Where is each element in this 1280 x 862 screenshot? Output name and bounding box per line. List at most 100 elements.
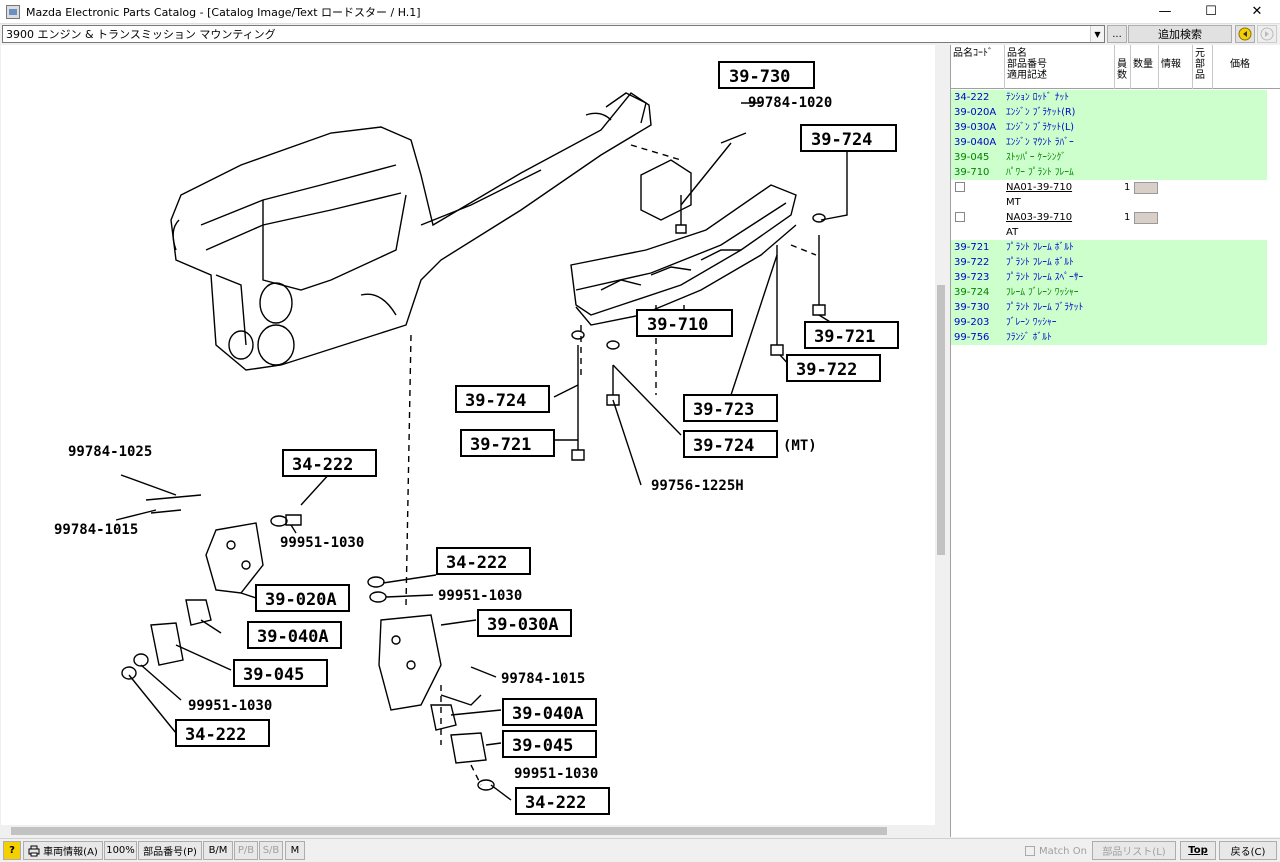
callout-39-723[interactable]: 39-723 <box>693 400 754 420</box>
forward-arrow-button[interactable] <box>1257 25 1277 43</box>
parts-list-button[interactable]: 部品リスト(L) <box>1092 841 1176 860</box>
parts-list-header: 品名ｺｰﾄﾞ 品名 部品番号 適用記述 員数 数量 情報 元部品 価格 <box>951 45 1280 89</box>
part-qty: 1 <box>1124 182 1131 193</box>
browse-button[interactable]: ... <box>1107 25 1127 43</box>
part-name: ｴﾝｼﾞﾝ ﾌﾞﾗｹｯﾄ(R) <box>1006 107 1076 118</box>
label-99784-1015-a[interactable]: 99784-1015 <box>54 522 138 538</box>
qty-swatch[interactable] <box>1134 182 1158 194</box>
minimize-button[interactable]: — <box>1158 4 1172 19</box>
callout-39-724-top[interactable]: 39-724 <box>811 130 872 150</box>
scroll-thumb[interactable] <box>937 285 945 555</box>
part-code: 39-721 <box>954 242 990 253</box>
diagram-vertical-scrollbar[interactable] <box>935 45 947 825</box>
select-checkbox[interactable] <box>955 212 965 222</box>
col-origin-header[interactable]: 元部品 <box>1193 45 1213 89</box>
callout-39-721-left[interactable]: 39-721 <box>470 435 531 455</box>
part-note: AT <box>1006 227 1019 238</box>
callout-34-222-b[interactable]: 34-222 <box>185 725 246 745</box>
callout-39-724-left[interactable]: 39-724 <box>465 391 526 411</box>
back-arrow-icon <box>1238 27 1252 41</box>
help-button[interactable]: ? <box>3 841 21 860</box>
part-code: 39-723 <box>954 272 990 283</box>
col-staff-header[interactable]: 員数 <box>1115 45 1131 89</box>
callout-39-040a-b[interactable]: 39-040A <box>512 704 584 724</box>
callout-39-730[interactable]: 39-730 <box>729 67 790 87</box>
callout-39-710[interactable]: 39-710 <box>647 315 708 335</box>
scroll-thumb[interactable] <box>11 827 887 835</box>
part-row[interactable]: 39-710 ﾊﾟﾜｰ ﾌﾟﾗﾝﾄ ﾌﾚｰﾑ <box>951 165 1267 180</box>
maximize-button[interactable]: ☐ <box>1205 4 1217 19</box>
col-info-header[interactable]: 情報 <box>1159 45 1193 89</box>
label-99784-1020[interactable]: 99784-1020 <box>748 95 832 111</box>
part-code: 39-724 <box>954 287 990 298</box>
zoom-button[interactable]: 100% <box>104 841 137 860</box>
col-name-header[interactable]: 品名 部品番号 適用記述 <box>1005 45 1115 89</box>
sb-button[interactable]: S/B <box>259 841 283 860</box>
sub-part-note-row: AT <box>951 225 1267 240</box>
callout-39-045-b[interactable]: 39-045 <box>512 736 573 756</box>
col-price-header[interactable]: 価格 <box>1230 59 1250 70</box>
callout-39-721-right[interactable]: 39-721 <box>814 327 875 347</box>
vehicle-info-button[interactable]: 車両情報(A) <box>23 841 103 860</box>
m-button[interactable]: M <box>285 841 305 860</box>
callout-34-222-a[interactable]: 34-222 <box>292 455 353 475</box>
exploded-view-drawing: 39-730 39-724 39-710 39-721 39-722 39-72… <box>54 61 899 815</box>
add-search-button[interactable]: 追加検索 <box>1128 25 1232 43</box>
pb-button[interactable]: P/B <box>234 841 258 860</box>
status-bar: ? 車両情報(A) 100% 部品番号(P) B/M P/B S/B M Mat… <box>0 838 1280 862</box>
col-applicability-label: 適用記述 <box>1007 70 1047 81</box>
label-99951-1030-d[interactable]: 99951-1030 <box>514 766 598 782</box>
part-name: ﾌﾞﾚｰﾝ ﾜｯｼｬｰ <box>1006 317 1057 328</box>
col-qty-header[interactable]: 数量 <box>1131 45 1159 89</box>
label-99951-1030-a[interactable]: 99951-1030 <box>280 535 364 551</box>
select-checkbox[interactable] <box>955 182 965 192</box>
callout-39-040a-a[interactable]: 39-040A <box>257 627 329 647</box>
chevron-down-icon[interactable]: ▼ <box>1090 26 1104 42</box>
callout-39-045-a[interactable]: 39-045 <box>243 665 304 685</box>
part-number-link[interactable]: NA03-39-710 <box>1006 212 1073 223</box>
qty-swatch[interactable] <box>1134 212 1158 224</box>
col-code-header[interactable]: 品名ｺｰﾄﾞ <box>951 45 1005 89</box>
back-button[interactable]: 戻る(C) <box>1219 841 1277 860</box>
section-select[interactable]: 3900 エンジン & トランスミッション マウンティング ▼ <box>2 25 1105 43</box>
label-99784-1025[interactable]: 99784-1025 <box>68 444 152 460</box>
part-number-button[interactable]: 部品番号(P) <box>138 841 202 860</box>
callout-39-724-mt[interactable]: 39-724 <box>693 436 754 456</box>
callout-34-222-c[interactable]: 34-222 <box>446 553 507 573</box>
callout-39-030a[interactable]: 39-030A <box>487 615 559 635</box>
label-99951-1030-b[interactable]: 99951-1030 <box>438 588 522 604</box>
label-99951-1030-c[interactable]: 99951-1030 <box>188 698 272 714</box>
part-code: 39-710 <box>954 167 990 178</box>
diagram-horizontal-scrollbar[interactable] <box>1 825 947 837</box>
sub-part-row[interactable]: NA01-39-710 1 <box>951 180 1267 195</box>
back-arrow-button[interactable] <box>1235 25 1255 43</box>
part-number-link[interactable]: NA01-39-710 <box>1006 182 1073 193</box>
part-name: ﾌﾟﾗﾝﾄ ﾌﾚｰﾑ ﾌﾞﾗｹｯﾄ <box>1006 302 1084 313</box>
close-button[interactable]: ✕ <box>1251 4 1263 19</box>
callout-39-722[interactable]: 39-722 <box>796 360 857 380</box>
top-button[interactable]: Top <box>1180 841 1216 860</box>
match-on-toggle[interactable]: Match On <box>1025 843 1087 859</box>
label-99756-1225h[interactable]: 99756-1225H <box>651 478 744 494</box>
catalog-diagram[interactable]: 39-730 39-724 39-710 39-721 39-722 39-72… <box>1 45 947 825</box>
part-name: ﾌﾗﾝｼﾞ ﾎﾞﾙﾄ <box>1006 332 1052 343</box>
bm-button[interactable]: B/M <box>203 841 233 860</box>
part-name: ﾊﾟﾜｰ ﾌﾟﾗﾝﾄ ﾌﾚｰﾑ <box>1006 167 1074 178</box>
callout-34-222-d[interactable]: 34-222 <box>525 793 586 813</box>
label-99784-1015-b[interactable]: 99784-1015 <box>501 671 585 687</box>
callout-39-020a[interactable]: 39-020A <box>265 590 337 610</box>
match-on-checkbox[interactable] <box>1025 846 1035 856</box>
